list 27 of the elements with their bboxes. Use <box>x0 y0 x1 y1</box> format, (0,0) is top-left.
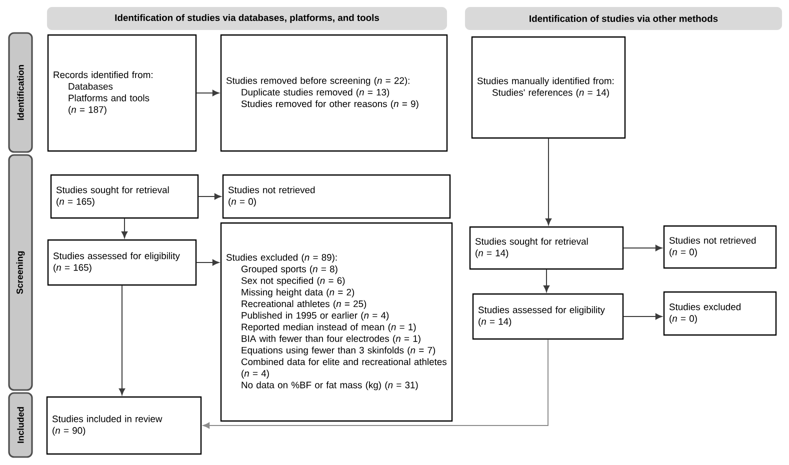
arrow <box>623 244 662 252</box>
header-banner: Identification of studies via other methods <box>465 7 782 30</box>
phase-band: Identification <box>8 32 33 153</box>
process-box: Records identified from: Databases Platforms and tools (n = 187) <box>47 34 197 152</box>
process-box: Studies assessed for eligibility (n = 165) <box>47 239 197 286</box>
process-box: Studies not retrieved (n = 0) <box>222 174 451 219</box>
process-box: Studies manually identified from: Studies' references (n = 14) <box>471 36 626 139</box>
arrow <box>118 285 126 396</box>
process-box: Studies sought for retrieval (n = 14) <box>469 226 624 270</box>
process-box: Studies excluded (n = 0) <box>663 291 777 336</box>
arrow <box>198 193 222 200</box>
process-box: Studies not retrieved (n = 0) <box>663 225 777 269</box>
phase-band: Included <box>8 392 33 458</box>
arrow <box>202 339 548 429</box>
process-box: Studies assessed for eligibility (n = 14) <box>472 293 624 340</box>
process-box: Studies excluded (n = 89): Grouped sports (n = 8) Sex not specified (n = 6) Missing height data (n = 2) Recreational athletes (n = 25) Published in 1995 or earlier (n = 4) Reported median instead of mean (n = 1) BIA with fewer than four electrodes (n = 1) Equations using fewer than 3 skinfolds (n = 7) Combined data for elite and recreational athletes (n = 4) No data on %BF or fat mass (kg) (n = 31) <box>220 222 453 422</box>
process-box: Studies removed before screening (n = 22): Duplicate studies removed (n = 13) Studies removed for other reasons (n = 9) <box>220 34 448 152</box>
arrow <box>196 90 220 96</box>
process-box: Studies sought for retrieval (n = 165) <box>50 174 199 219</box>
arrow <box>543 269 550 292</box>
arrow <box>121 218 128 238</box>
phase-band: Screening <box>8 154 33 391</box>
arrow <box>623 313 662 320</box>
process-box: Studies included in review (n = 90) <box>46 396 202 455</box>
arrow <box>545 138 552 226</box>
arrow <box>196 259 220 266</box>
header-banner: Identification of studies via databases, platforms, and tools <box>47 7 447 30</box>
